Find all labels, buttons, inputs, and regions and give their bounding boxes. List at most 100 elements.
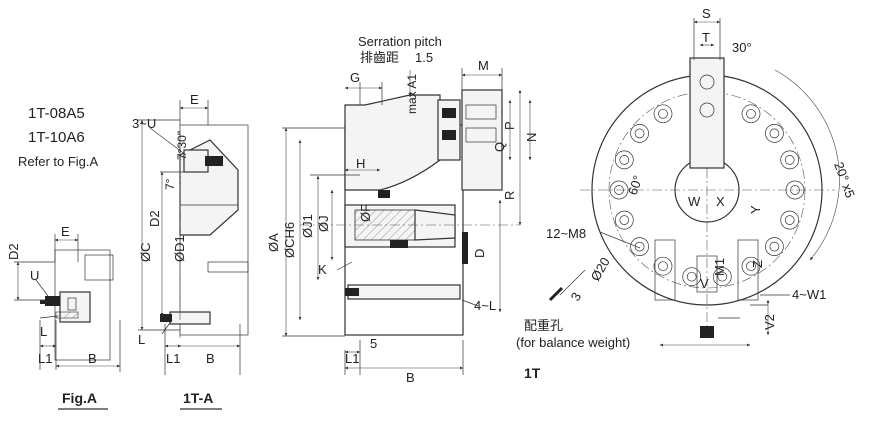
bolt-hole-inner <box>784 215 795 225</box>
view-1ta-caption: 1T-A <box>183 390 213 406</box>
bolt-hole-inner <box>658 261 668 272</box>
bolt-hole-inner <box>769 241 780 252</box>
bolt-hole-inner <box>769 128 780 139</box>
bolt-hole <box>653 256 673 276</box>
bolt-hole-inner <box>619 215 630 225</box>
bolt-hole-inner <box>746 108 756 119</box>
twelve-m8-label: 12~M8 <box>546 226 586 241</box>
bolt-hole <box>785 180 805 200</box>
refer-note: Refer to Fig.A <box>18 154 99 169</box>
section-p-label: P <box>502 121 517 130</box>
bolt-hole-inner <box>634 128 645 139</box>
section-g-label: G <box>350 70 360 85</box>
section-j-label: ØJ <box>316 215 331 232</box>
fig-a-l1-label: L1 <box>38 351 52 366</box>
bolt-hole <box>765 124 784 143</box>
bolt-hole-inner <box>686 271 697 282</box>
bolt-hole-inner <box>790 185 800 195</box>
bolt-hole <box>712 267 732 287</box>
bolt-hole <box>630 237 649 256</box>
bolt-hole <box>741 104 761 124</box>
fig-a-e-label: E <box>61 224 70 239</box>
section-ch6-label: ØCH6 <box>282 222 297 258</box>
view-1ta-d2-label: D2 <box>147 210 162 227</box>
section-h-label: H <box>356 156 365 171</box>
bolt-hole-inner <box>717 271 728 282</box>
front-x-label: X <box>716 194 725 209</box>
front-view-1t: S T 30° 20° x5 60° W X Y 12~M8 M1 Z Ø20 … <box>516 6 858 381</box>
front-t-label: T <box>702 30 710 45</box>
bolt-hole <box>614 150 634 170</box>
fig-a-view: D2 E U L L1 B Fig.A <box>6 224 121 410</box>
bolt-hole-inner <box>746 261 756 272</box>
bolt-hole-inner <box>634 241 645 252</box>
serration-title: Serration pitch <box>358 34 442 49</box>
section-m-label: M <box>478 58 489 73</box>
section-l1-label: L1 <box>345 351 359 366</box>
view-1ta-l1-label: L1 <box>166 351 180 366</box>
view-1ta-l-label: L <box>138 332 145 347</box>
model-line-2: 1T-10A6 <box>28 129 85 146</box>
bolt-hole <box>682 267 702 287</box>
max-a1-label: max A1 <box>405 74 419 114</box>
section-f-label: ØF <box>358 204 373 222</box>
fig-a-caption: Fig.A <box>62 390 97 406</box>
front-v2-label: V2 <box>762 314 777 330</box>
hole-three-label: 3 <box>568 290 585 304</box>
front-v-label: V <box>700 276 709 291</box>
serration-cn: 排齒距 <box>360 50 399 65</box>
bolt-hole <box>780 210 800 230</box>
section-k-label: K <box>318 262 327 277</box>
view-1ta-b-label: B <box>206 351 215 366</box>
four-l-label: 4~L <box>474 298 496 313</box>
front-s-label: S <box>702 6 711 21</box>
bolt-hole-inner <box>619 155 630 165</box>
section-r-label: R <box>502 191 517 200</box>
balance-cn: 配重孔 <box>524 318 563 333</box>
bolt-hole <box>653 104 673 124</box>
bolt-hole-inner <box>784 155 795 165</box>
angle-7-30-label: 7°30" <box>175 131 189 160</box>
front-z-label: Z <box>750 260 765 268</box>
section-b-label: B <box>406 370 415 385</box>
section-view: Serration pitch 排齒距 1.5 G max A1 H M P Q… <box>266 34 539 385</box>
angle-30-label: 30° <box>732 40 752 55</box>
front-y-label: Y <box>748 205 763 214</box>
front-w-label: W <box>688 194 701 209</box>
model-line-1: 1T-08A5 <box>28 105 85 122</box>
section-n-label: N <box>524 133 539 142</box>
fig-a-l-label: L <box>40 324 47 339</box>
bolt-hole <box>609 180 629 200</box>
bolt-hole <box>614 210 634 230</box>
serration-value: 1.5 <box>415 50 433 65</box>
fig-a-d2-label: D2 <box>6 243 21 260</box>
balance-en: (for balance weight) <box>516 335 630 350</box>
fig-a-u-label: U <box>30 268 39 283</box>
bolt-hole <box>630 124 649 143</box>
section-j1-label: ØJ1 <box>300 214 315 238</box>
bolt-hole <box>741 256 761 276</box>
front-m1-label: M1 <box>712 258 727 276</box>
view-1t-caption: 1T <box>524 365 541 381</box>
fig-a-b-label: B <box>88 351 97 366</box>
section-a-label: ØA <box>266 233 281 252</box>
bolt-hole-inner <box>614 185 624 195</box>
four-w1-label: 4~W1 <box>792 287 826 302</box>
section-q-label: Q <box>492 142 507 152</box>
hole-d20-label: Ø20 <box>588 255 613 284</box>
view-1ta-e-label: E <box>190 92 199 107</box>
angle-7-label: 7° <box>163 178 177 190</box>
bolt-hole <box>765 237 784 256</box>
bolt-hole <box>780 150 800 170</box>
view-1ta-c-label: ØC <box>138 243 153 263</box>
angle-20x5-label: 20° x5 <box>831 160 858 200</box>
three-u-label: 3~U <box>132 116 156 131</box>
angle-60-label: 60° <box>625 173 646 197</box>
bolt-circle-holes <box>609 104 805 287</box>
section-d-label: D <box>472 249 487 258</box>
view-1t-a: 3~U E D2 ØC ØD1 7° 7°30" L L1 B 1T-A <box>132 92 249 410</box>
section-five-label: 5 <box>370 336 377 351</box>
view-1ta-d1-label: ØD1 <box>172 235 187 262</box>
